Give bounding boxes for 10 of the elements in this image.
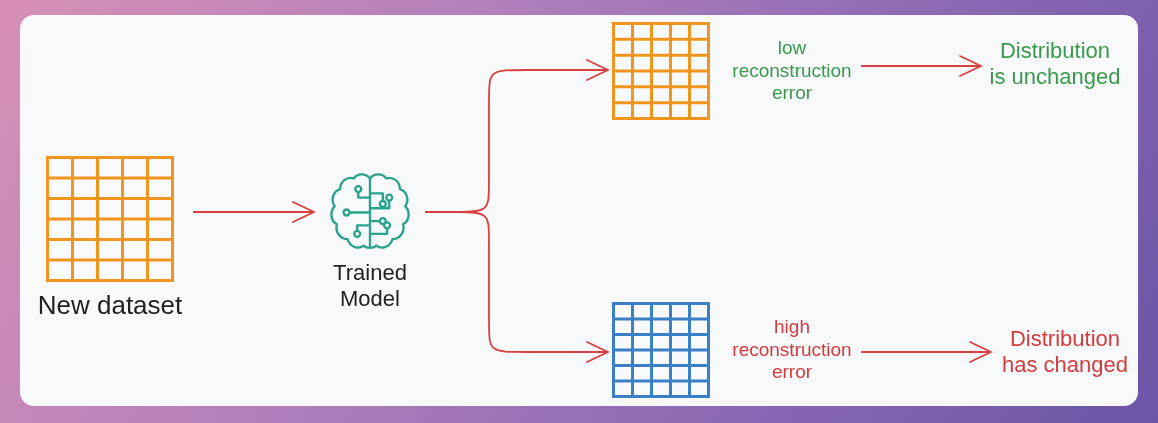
arrow — [192, 201, 315, 223]
node-label: Distribution has changed — [1001, 326, 1129, 378]
annotation-text: low reconstruction error — [731, 37, 853, 105]
node-label: Trained Model — [332, 260, 408, 312]
annotation-text: high reconstruction error — [731, 316, 853, 384]
arrow — [860, 55, 982, 77]
node-label: Distribution is unchanged — [988, 38, 1122, 90]
node-label: New dataset — [36, 290, 184, 321]
arrow — [424, 211, 609, 363]
arrow — [860, 341, 992, 363]
